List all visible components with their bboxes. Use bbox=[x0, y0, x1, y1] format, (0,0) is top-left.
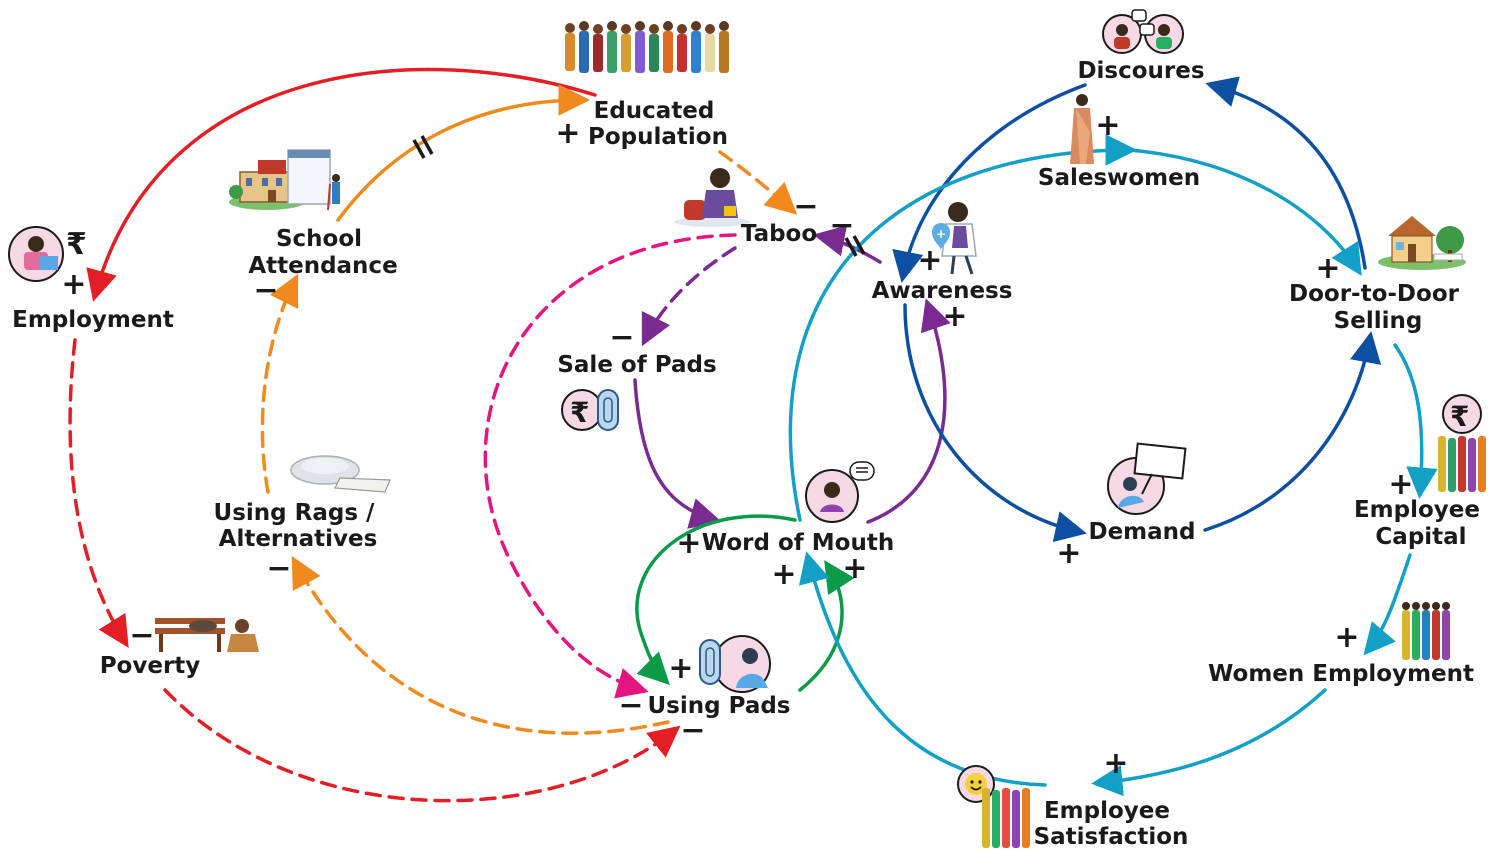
svg-text:₹: ₹ bbox=[66, 227, 87, 262]
polarity-awareness-plus-top: + bbox=[917, 243, 942, 278]
link-demand-to-door bbox=[1203, 331, 1382, 532]
sad-girl-icon bbox=[674, 168, 750, 227]
link-awareness-to-demand bbox=[903, 303, 1087, 543]
woman-pad-icon bbox=[699, 635, 771, 693]
saree-woman-icon bbox=[1070, 94, 1094, 164]
polarity-womenemp-plus: + bbox=[1334, 620, 1359, 655]
node-saleswomen: Saleswomen bbox=[1038, 165, 1200, 191]
polarity-door-plus: + bbox=[1315, 251, 1340, 286]
doctor-woman-icon: + bbox=[932, 202, 977, 275]
link-poverty-to-usingpads bbox=[163, 688, 681, 803]
node-school-attendance: School Attendance bbox=[248, 226, 397, 279]
calendar-teacher-icon bbox=[287, 149, 340, 211]
node-educated-population: Educated Population bbox=[588, 98, 728, 150]
node-sale-of-pads: Sale of Pads bbox=[557, 352, 716, 378]
node-women-employment: Women Employment bbox=[1208, 661, 1474, 687]
link-taboo-to-usingpads bbox=[483, 233, 737, 699]
polarity-usingpads-plus: + bbox=[668, 651, 693, 686]
node-employment: Employment bbox=[12, 307, 174, 333]
node-poverty: Poverty bbox=[100, 653, 201, 679]
link-wom-to-awareness bbox=[866, 298, 951, 524]
link-educated-to-taboo bbox=[718, 150, 798, 215]
crowd-icon bbox=[565, 21, 729, 73]
polarity-educated-plus: + bbox=[555, 116, 580, 151]
node-using-rags: Using Rags / Alternatives bbox=[214, 500, 383, 552]
svg-text:+: + bbox=[936, 227, 946, 241]
women-group-icon bbox=[1402, 602, 1450, 660]
node-door-to-door-selling: Door-to-Door Selling bbox=[1289, 281, 1467, 334]
polarity-satisfaction-plus: + bbox=[1103, 746, 1128, 781]
polarity-rags-minus: − bbox=[266, 551, 291, 586]
link-taboo-to-saleofpads bbox=[641, 246, 737, 347]
polarity-saleswomen-plus: + bbox=[1095, 108, 1120, 143]
link-saleofpads-to-wom bbox=[633, 378, 722, 529]
link-usingpads-to-wom bbox=[798, 560, 855, 692]
polarity-demand-plus: + bbox=[1056, 536, 1081, 571]
polarity-employment-plus: + bbox=[61, 267, 86, 302]
link-rags-to-school bbox=[260, 273, 299, 494]
polarity-wom-plus-left: + bbox=[676, 526, 701, 561]
conversation-icon bbox=[1102, 9, 1184, 54]
link-wom-to-usingpads bbox=[635, 514, 797, 685]
worker-rupee-icon: ₹ bbox=[8, 226, 87, 282]
node-employee-capital: Employee Capital bbox=[1354, 497, 1488, 550]
link-employment-to-poverty bbox=[68, 338, 129, 648]
node-discoures: Discoures bbox=[1077, 58, 1204, 84]
polarity-taboo-minus-right: − bbox=[829, 208, 854, 243]
link-usingpads-to-rags bbox=[291, 555, 670, 735]
node-demand: Demand bbox=[1088, 519, 1195, 545]
svg-text:₹: ₹ bbox=[1450, 400, 1469, 433]
node-taboo: Taboo bbox=[741, 221, 817, 247]
link-capital-to-womenemp bbox=[1363, 553, 1412, 656]
link-satisfaction-to-wom bbox=[798, 551, 1047, 787]
polarity-wom-plus-bottom-left: + bbox=[771, 557, 796, 592]
link-educated-to-employment bbox=[86, 67, 597, 302]
cloth-rags-icon bbox=[290, 455, 391, 493]
rupee-women-group-icon: ₹ bbox=[1438, 394, 1486, 492]
house-icon bbox=[1378, 216, 1466, 270]
link-saleswomen-to-door bbox=[1128, 148, 1362, 276]
smiley-women-group-icon bbox=[957, 765, 1030, 848]
node-word-of-mouth: Word of Mouth bbox=[702, 530, 894, 556]
node-using-pads: Using Pads bbox=[647, 693, 790, 719]
polarity-wom-plus-bottom-right: + bbox=[842, 551, 867, 586]
delay-mark-awareness-taboo bbox=[844, 235, 866, 257]
polarity-capital-plus: + bbox=[1388, 467, 1413, 502]
rupee-pad-icon: ₹ bbox=[561, 389, 619, 431]
node-employee-satisfaction: Employee Satisfaction bbox=[1034, 798, 1189, 850]
svg-text:₹: ₹ bbox=[570, 396, 589, 429]
polarity-saleofpads-minus: − bbox=[609, 320, 634, 355]
polarity-poverty-minus: − bbox=[129, 618, 154, 653]
polarity-taboo-minus-left: − bbox=[793, 189, 818, 224]
link-door-to-capital bbox=[1393, 343, 1438, 499]
polarity-school-minus: − bbox=[253, 273, 278, 308]
link-door-to-discoures bbox=[1205, 76, 1367, 270]
sign-holder-icon bbox=[1107, 442, 1187, 515]
delay-mark-school-educated bbox=[412, 135, 434, 159]
polarity-usingpads-minus-left: − bbox=[618, 688, 643, 723]
polarity-usingpads-minus-bottom: − bbox=[680, 713, 705, 748]
bench-poverty-icon bbox=[155, 618, 259, 652]
link-discoures-to-awareness bbox=[892, 83, 1087, 283]
speaking-woman-icon bbox=[805, 461, 875, 523]
node-awareness: Awareness bbox=[872, 278, 1013, 304]
polarity-awareness-plus-bottom: + bbox=[942, 299, 967, 334]
link-womenemp-to-satisfaction bbox=[1091, 688, 1327, 797]
link-school-to-educated bbox=[336, 84, 590, 222]
